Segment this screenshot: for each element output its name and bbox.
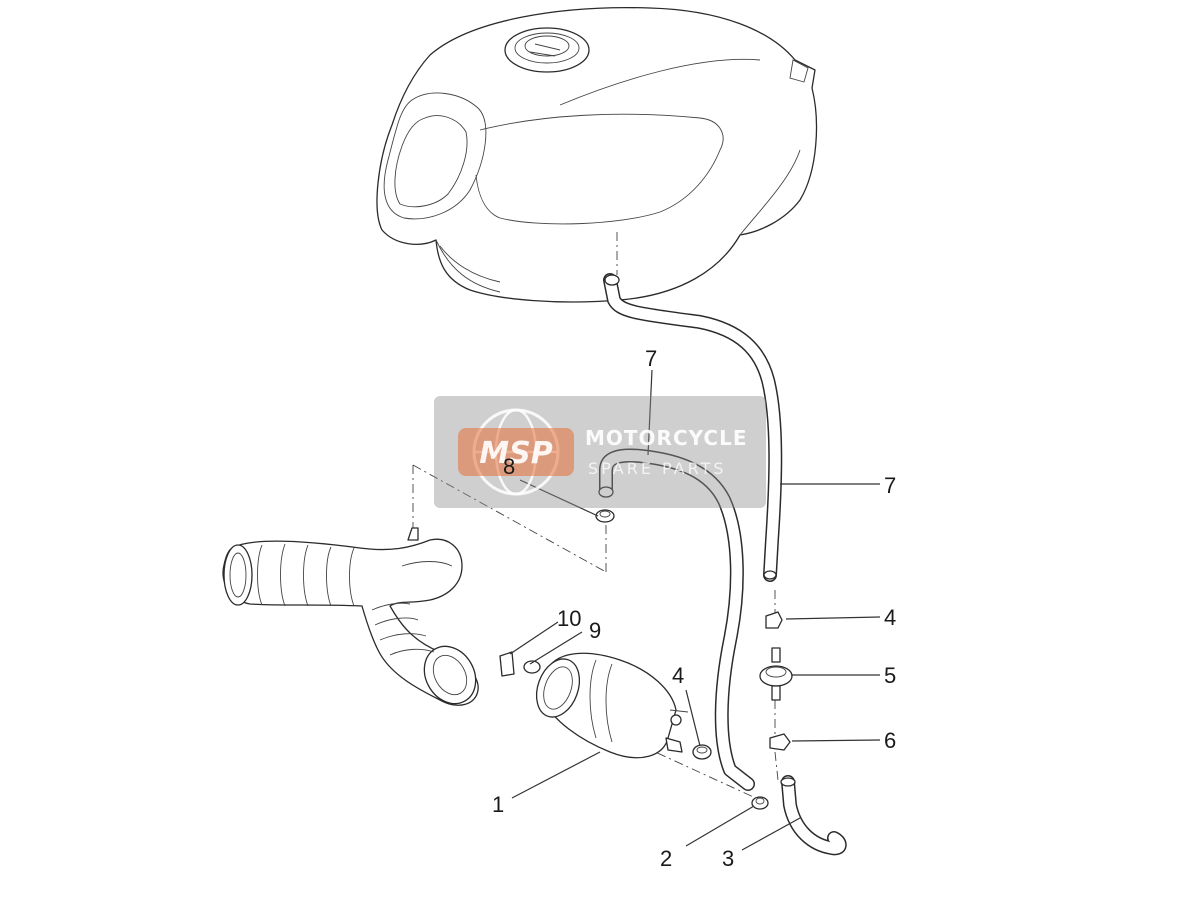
part-4-fitting-lower [692, 744, 712, 760]
callout-1: 1 [492, 792, 504, 817]
callout-7-right: 7 [884, 473, 896, 498]
hose-clamp-8 [595, 509, 615, 523]
watermark-box [434, 396, 766, 508]
callout-5: 5 [884, 663, 896, 688]
watermark: MSP MOTORCYCLE SPARE PARTS [434, 396, 766, 508]
part-5-valve [759, 647, 793, 701]
short-hose [780, 775, 847, 856]
callout-7-top: 7 [645, 346, 657, 371]
part-10-cap [499, 651, 515, 677]
air-intake-duct [222, 527, 479, 706]
fuel-tank [376, 6, 818, 303]
vent-hose-tank [603, 273, 783, 582]
callout-8: 8 [503, 454, 515, 479]
callout-3: 3 [722, 846, 734, 871]
vent-hose-canister [598, 448, 755, 791]
part-4-fitting-upper [765, 611, 783, 629]
leader-lines [509, 369, 881, 851]
part-2-fitting [751, 796, 769, 810]
callout-6: 6 [884, 728, 896, 753]
watermark-brand-line2: SPARE PARTS [588, 459, 727, 478]
callout-labels: 1 2 3 4 4 5 6 7 7 8 9 10 [492, 346, 896, 871]
watermark-brand-line1: MOTORCYCLE [585, 426, 747, 450]
part-6-clamp [769, 733, 791, 751]
callout-10: 10 [557, 606, 581, 631]
callout-2: 2 [660, 846, 672, 871]
carbon-canister [535, 652, 689, 759]
callout-4-lower: 4 [672, 663, 684, 688]
msp-logo-badge [458, 428, 574, 476]
watermark-logo: MSP [479, 436, 552, 471]
part-9-clip [523, 660, 541, 674]
callout-4-upper: 4 [884, 605, 896, 630]
callout-9: 9 [589, 618, 601, 643]
